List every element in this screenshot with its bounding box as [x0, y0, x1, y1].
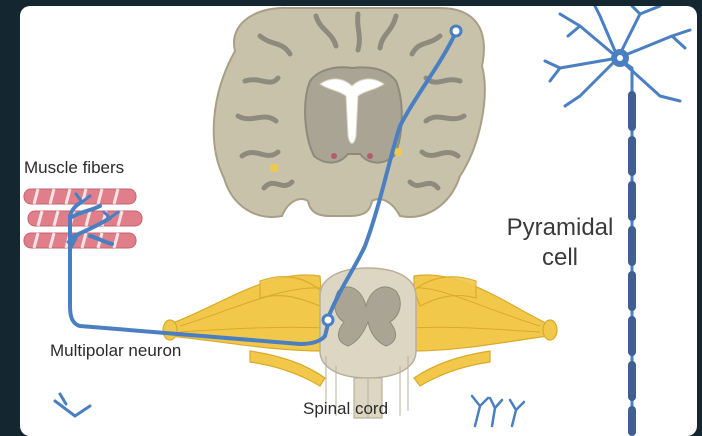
pyramidal-nucleus: [617, 55, 623, 61]
spinal-cord: [320, 268, 416, 418]
brain-coronal-section: [214, 8, 485, 217]
lower-neuron-soma: [323, 315, 333, 325]
pyramidal-cell-label-line1: Pyramidal: [490, 213, 630, 243]
dendrite-fragment-left: [55, 394, 90, 416]
upper-neuron-soma: [451, 26, 461, 36]
muscle-fibers-label: Muscle fibers: [24, 158, 124, 178]
dendrite-fragment-right: [472, 396, 524, 426]
muscle-fibers: [24, 189, 142, 248]
diagram-panel: Muscle fibers Multipolar neuron Spinal c…: [20, 6, 697, 436]
spinal-cord-label: Spinal cord: [303, 399, 388, 419]
multipolar-neuron-label: Multipolar neuron: [50, 341, 181, 361]
pyramidal-cell-label: Pyramidal cell: [490, 213, 630, 273]
pyramidal-cell-label-line2: cell: [490, 243, 630, 273]
